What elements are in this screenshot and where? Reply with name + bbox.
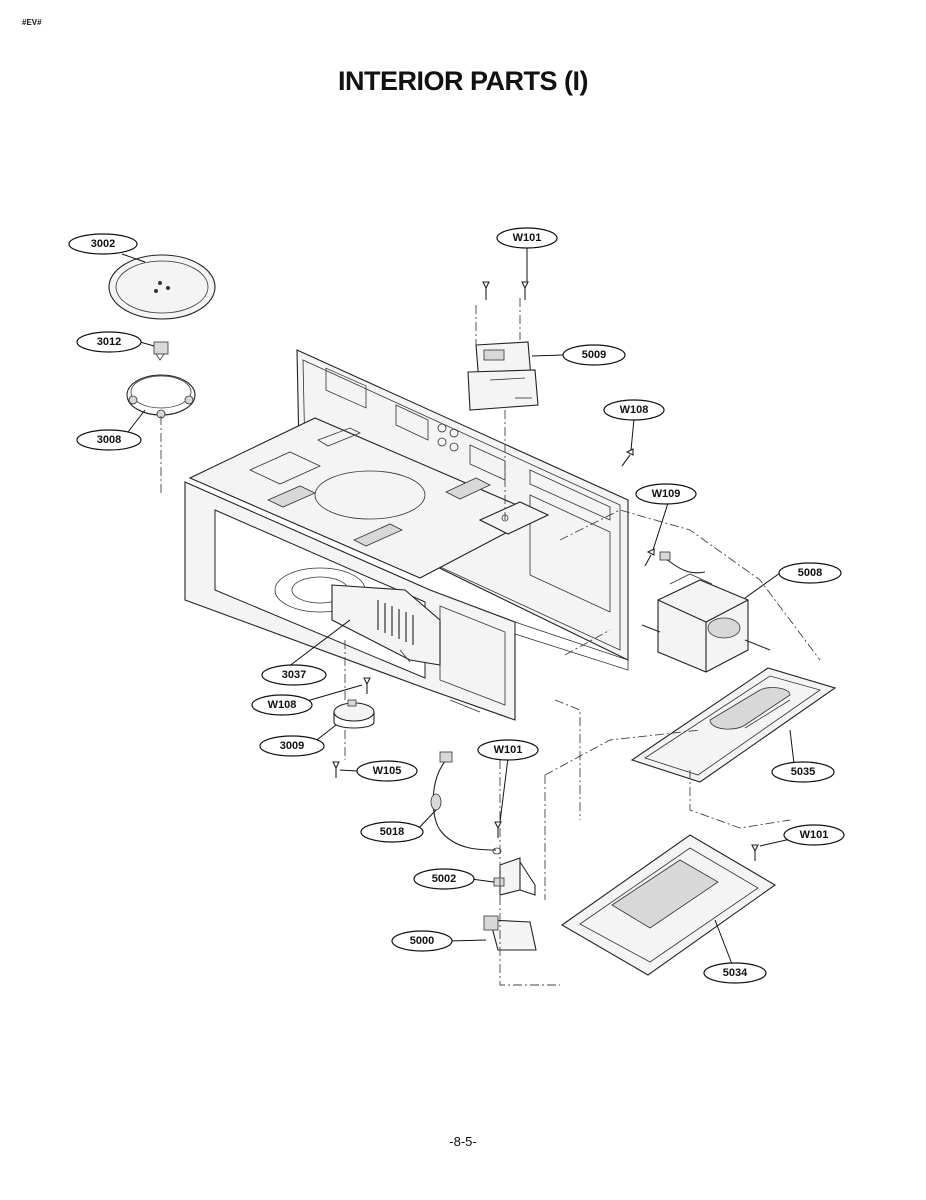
base-plate [630,667,837,783]
svg-text:5018: 5018 [380,826,404,838]
magnetron [467,341,539,411]
transformer [641,573,771,673]
svg-text:W108: W108 [268,699,297,711]
screw-w109 [644,548,655,567]
waveguide-cover [331,584,441,666]
svg-text:5002: 5002 [432,873,456,885]
screw-w101-top [482,281,529,300]
transformer-wire [659,551,706,574]
bottom-cover [560,834,777,976]
control-holes [437,423,459,452]
svg-text:3002: 3002 [91,238,115,250]
lamp-holder [483,915,537,951]
assembly-line [559,509,821,661]
callout-w108-right: W108 [603,399,665,421]
svg-text:3012: 3012 [97,336,121,348]
callout-3002: 3002 [68,233,138,255]
screw-w101-mid [494,821,502,838]
svg-text:W101: W101 [494,744,523,756]
vent-slots-left [267,477,491,547]
screw-w108-left [363,677,371,694]
svg-text:W101: W101 [513,232,542,244]
svg-text:W105: W105 [373,765,402,777]
assembly-line [544,729,701,900]
callout-w101-top: W101 [496,227,558,249]
assembly-line [689,770,791,829]
svg-text:5009: 5009 [582,349,606,361]
callout-5008: 5008 [778,562,842,584]
callout-3009: 3009 [259,735,325,757]
svg-text:5008: 5008 [798,567,822,579]
callout-5009: 5009 [562,344,626,366]
callout-5018: 5018 [360,821,424,843]
callout-3012: 3012 [76,331,142,353]
svg-text:W101: W101 [800,829,829,841]
document-code: #EV# [22,18,42,27]
sensor-bracket [493,857,536,896]
coupler-part [153,341,169,361]
svg-text:5035: 5035 [791,766,815,778]
svg-text:W109: W109 [652,488,681,500]
callout-w101-mid: W101 [477,739,539,761]
page-number: -8-5- [449,1134,477,1149]
oven-cavity [184,349,629,721]
turntable-tray [108,254,216,320]
roller-ring [126,374,196,419]
callout-3037: 3037 [261,664,327,686]
svg-text:3008: 3008 [97,434,121,446]
stirrer-motor [333,699,375,729]
screw-w108-right [621,448,634,467]
screw-w105 [332,761,340,778]
svg-text:5000: 5000 [410,935,434,947]
callout-w108-left: W108 [251,694,313,716]
callout-w109: W109 [635,483,697,505]
callout-5002: 5002 [413,868,475,890]
svg-text:3037: 3037 [282,669,306,681]
svg-text:3009: 3009 [280,740,304,752]
svg-text:5034: 5034 [723,967,748,979]
sensor-harness [430,751,502,855]
page-title: INTERIOR PARTS (I) [338,66,589,96]
callout-5035: 5035 [771,761,835,783]
callout-5000: 5000 [391,930,453,952]
screw-line [475,298,521,345]
callout-w105: W105 [356,760,418,782]
callout-5034: 5034 [703,962,767,984]
screw-w101-right [751,844,759,861]
assembly-line [564,629,611,656]
assembly-line [499,699,581,986]
svg-text:W108: W108 [620,404,649,416]
callout-3008: 3008 [76,429,142,451]
vent-fins [377,600,414,645]
callout-w101-right: W101 [783,824,845,846]
